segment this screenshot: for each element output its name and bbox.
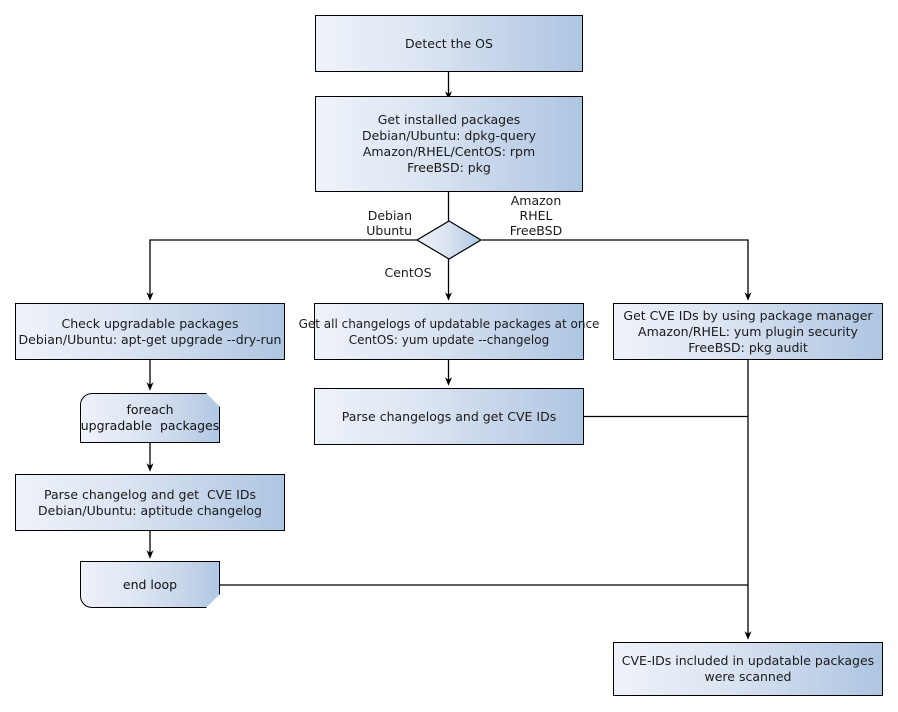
node-parse-changelogs-multi-label: Parse changelogs and get CVE IDs — [341, 408, 557, 424]
node-parse-changelog-single-label: Parse changelog and get CVE IDs Debian/U… — [38, 486, 262, 518]
edge-label-amazon-rhel-freebsd: Amazon RHEL FreeBSD — [509, 193, 563, 238]
edge-label-centos: CentOS — [384, 265, 432, 280]
diamond-shape — [415, 220, 483, 260]
node-get-cve-ids-pkgmgr[interactable]: Get CVE IDs by using package manager Ama… — [613, 303, 883, 360]
node-get-installed-packages[interactable]: Get installed packages Debian/Ubuntu: dp… — [315, 96, 583, 192]
edge-decision-right — [482, 239, 752, 301]
node-end-loop-label: end loop — [122, 576, 178, 592]
node-check-upgradable[interactable]: Check upgradable packages Debian/Ubuntu:… — [15, 303, 285, 360]
node-scanned-result-label: CVE-IDs included in updatable packages w… — [621, 653, 875, 684]
node-detect-os[interactable]: Detect the OS — [315, 15, 583, 72]
node-check-upgradable-label: Check upgradable packages Debian/Ubuntu:… — [18, 315, 282, 347]
node-parse-changelog-single[interactable]: Parse changelog and get CVE IDs Debian/U… — [15, 474, 285, 531]
node-foreach-loop-label: foreach upgradable packages — [80, 402, 220, 433]
node-foreach-loop[interactable]: foreach upgradable packages — [80, 393, 220, 443]
node-get-all-changelogs[interactable]: Get all changelogs of updatable packages… — [299, 303, 599, 360]
node-detect-os-label: Detect the OS — [405, 35, 493, 51]
node-get-installed-packages-label: Get installed packages Debian/Ubuntu: dp… — [361, 112, 537, 175]
node-parse-changelogs-multi[interactable]: Parse changelogs and get CVE IDs — [314, 388, 584, 445]
node-end-loop[interactable]: end loop — [80, 561, 220, 608]
node-os-decision[interactable] — [415, 220, 483, 260]
node-scanned-result[interactable]: CVE-IDs included in updatable packages w… — [613, 642, 883, 696]
edge-label-debian-ubuntu: Debian Ubuntu — [366, 208, 412, 238]
node-get-all-changelogs-label: Get all changelogs of updatable packages… — [298, 316, 600, 347]
node-get-cve-ids-pkgmgr-label: Get CVE IDs by using package manager Ama… — [623, 307, 873, 355]
